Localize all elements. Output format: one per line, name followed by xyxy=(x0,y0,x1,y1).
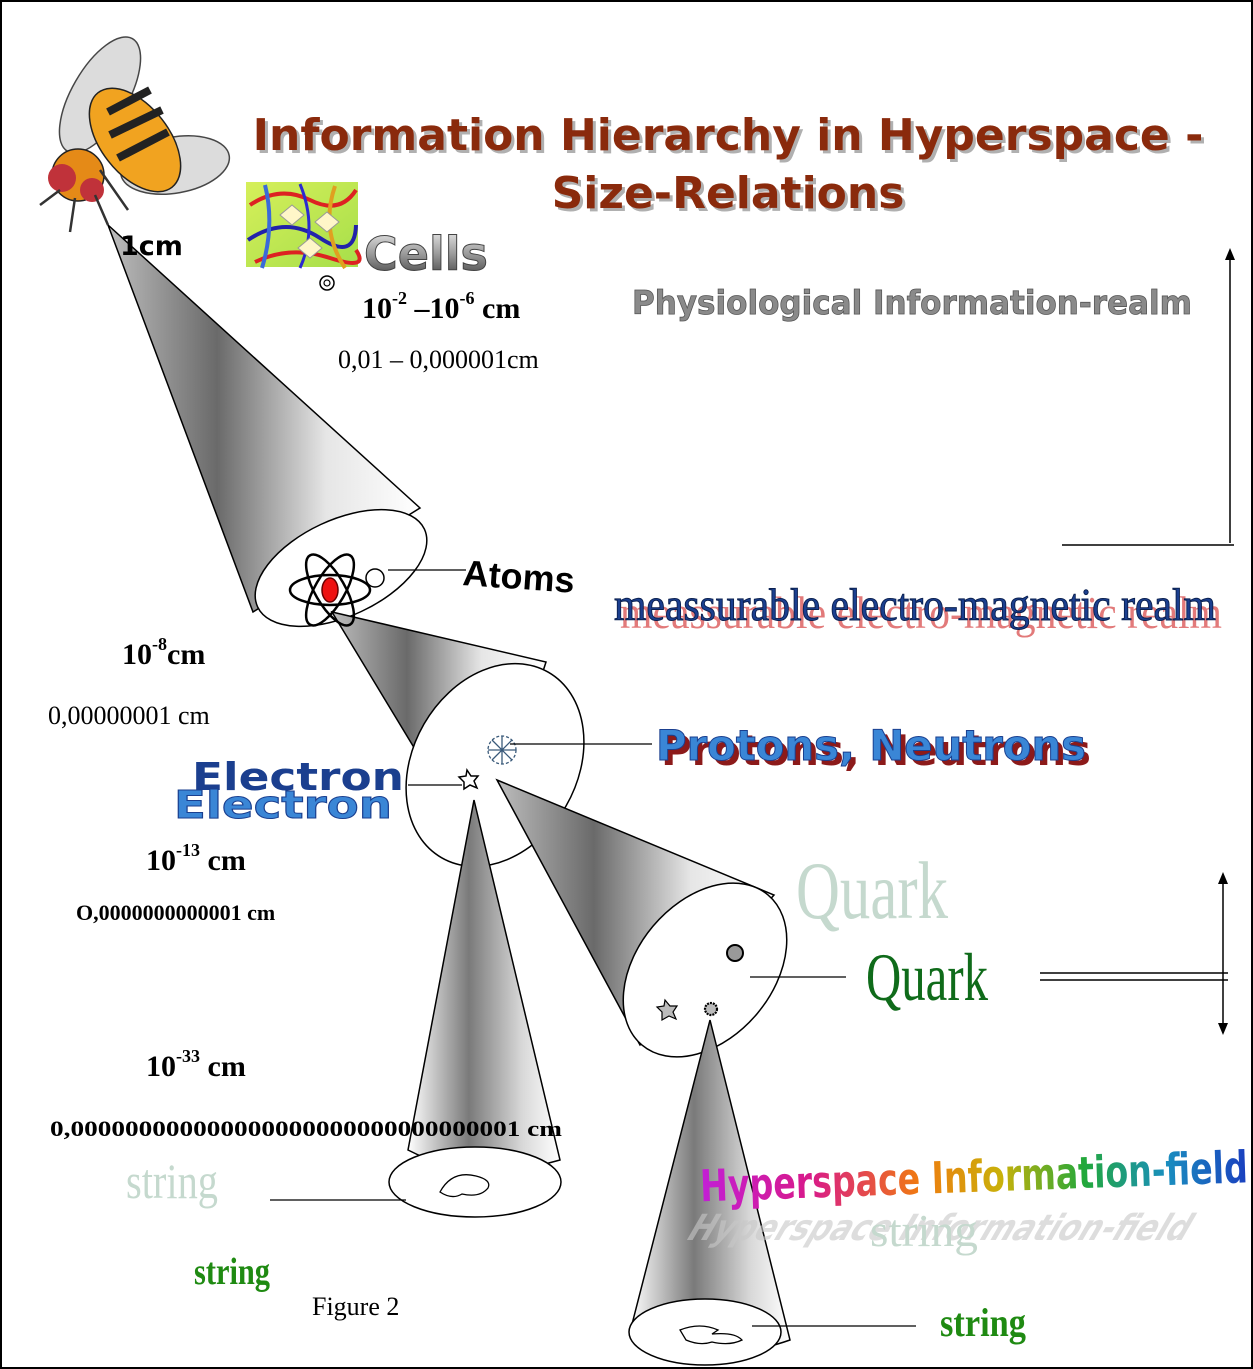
quark-dot-2 xyxy=(703,1001,719,1017)
fly-icon xyxy=(39,36,231,233)
quark-ghost-label: Quark xyxy=(796,845,948,936)
protons-shadow: Protons, Neutrons xyxy=(661,726,1091,775)
snowflake-icon xyxy=(487,735,517,765)
atoms-size: 10-8cm xyxy=(122,634,205,671)
protons-label: Protons, Neutrons xyxy=(656,721,1086,770)
string-loop-right xyxy=(679,1325,744,1345)
string-decimal: 0,000000000000000000000000000000001 cm xyxy=(50,1116,562,1141)
string-right-label: string xyxy=(940,1300,1026,1345)
fly-size-label: 1cm xyxy=(120,231,183,262)
electron-label-back: Electron xyxy=(192,755,404,799)
title-line2-shadow: Size-Relations xyxy=(555,171,908,222)
string-size: 10-33 cm xyxy=(146,1046,246,1083)
em-realm-shadow: meassurable electro-magnetic realm xyxy=(620,587,1222,638)
cells-decimal: 0,01 – 0,000001cm xyxy=(338,345,539,374)
electron-star-icon xyxy=(457,768,480,791)
hyperspace-shadow: Hyperspace Information-field xyxy=(679,1208,1203,1250)
quark-dot-1 xyxy=(726,944,744,962)
string-ellipse-right xyxy=(628,1298,782,1366)
title-line1-shadow: Information Hierarchy in Hyperspace - xyxy=(256,113,1207,164)
atom-small-circle xyxy=(365,568,385,588)
atoms-decimal: 0,00000001 cm xyxy=(48,701,210,730)
string-left-label: string xyxy=(194,1251,270,1293)
quark-label: Quark xyxy=(866,939,988,1015)
protons-size: 10-13 cm xyxy=(146,840,246,877)
atom-icon xyxy=(288,553,372,627)
quark-star-icon xyxy=(655,998,679,1022)
em-realm-label: meassurable electro-magnetic realm xyxy=(614,579,1216,630)
physiological-realm-label: Physiological Information-realm xyxy=(632,283,1192,322)
title-line1: Information Hierarchy in Hyperspace - xyxy=(253,110,1204,161)
hyperspace-label: Hyperspace Information-field xyxy=(699,1142,1248,1212)
string-loop-left xyxy=(439,1174,490,1198)
cell-fibers-icon xyxy=(246,182,362,270)
string-right-ghost: string xyxy=(870,1205,978,1256)
cell-circle-icon xyxy=(319,275,335,291)
cells-label: Cells xyxy=(364,227,488,281)
electron-label: Electron xyxy=(174,783,392,827)
string-left-ghost: string xyxy=(126,1153,218,1209)
cells-size: 10-2 –10-6 cm xyxy=(362,288,520,325)
title-line2: Size-Relations xyxy=(552,168,905,219)
quark-arrow xyxy=(1040,872,1228,1035)
atoms-label: Atoms xyxy=(461,552,576,601)
string-ellipse-left xyxy=(388,1146,562,1218)
physio-arrow xyxy=(1062,248,1235,546)
protons-decimal: O,0000000000001 cm xyxy=(76,900,275,925)
atom-ellipse xyxy=(254,508,428,628)
figure-caption: Figure 2 xyxy=(312,1292,399,1321)
